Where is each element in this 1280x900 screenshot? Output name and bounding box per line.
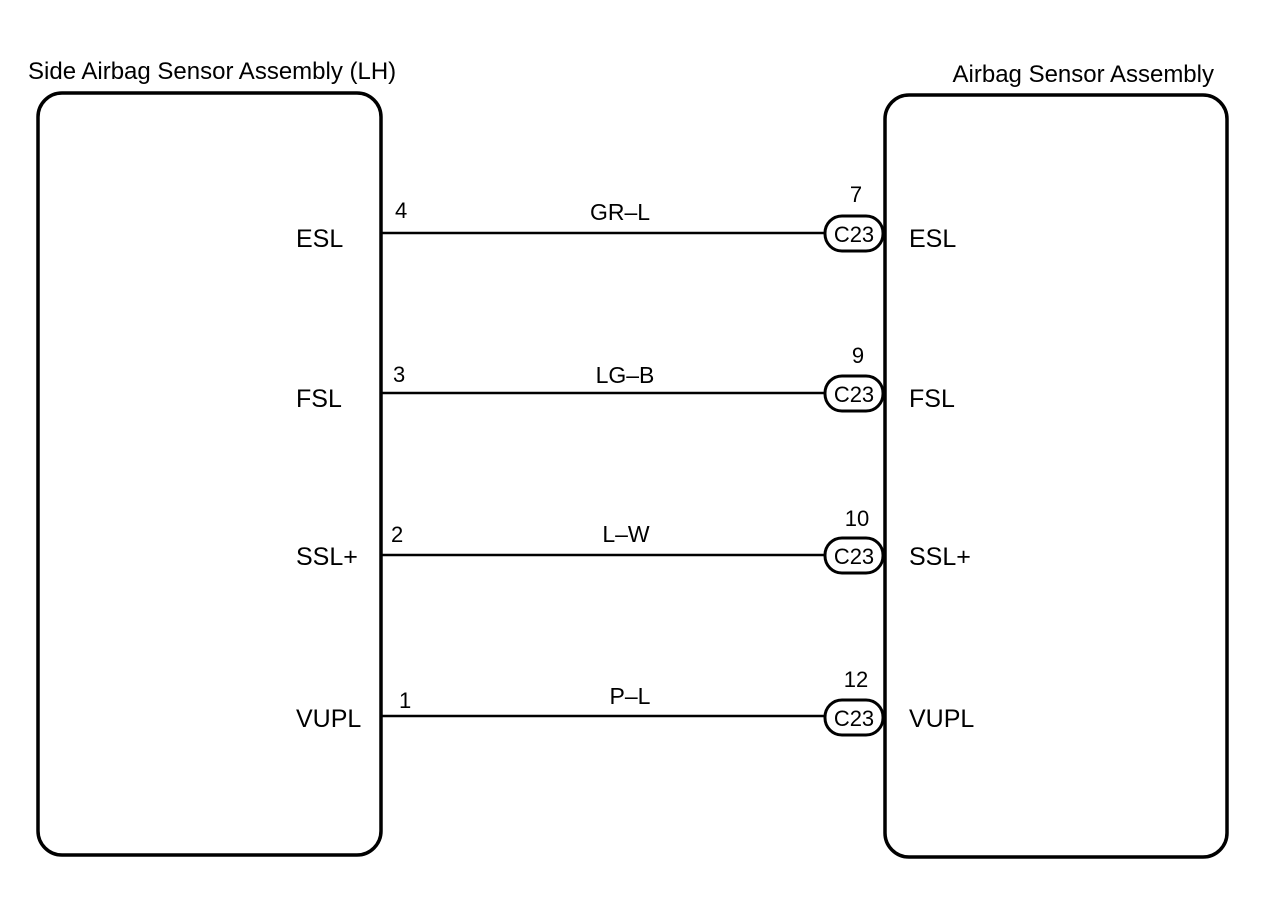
- connector-c23-badge: [823, 374, 885, 413]
- left-signal-label: VUPL: [296, 705, 361, 733]
- right-pin-number: 7: [850, 182, 862, 207]
- right-pin-number: 12: [844, 667, 868, 692]
- right-pin-number: 10: [845, 506, 869, 531]
- connector-c23-label: C23: [834, 382, 874, 407]
- left-pin-number: 4: [395, 198, 407, 223]
- left-signal-label: ESL: [296, 225, 343, 253]
- connector-c23-label: C23: [834, 544, 874, 569]
- right-signal-label: VUPL: [909, 705, 974, 733]
- circuit-fsl: FSL 3 LG–B 9 C23 FSL: [296, 343, 955, 413]
- connector-c23-label: C23: [834, 222, 874, 247]
- wire-color-label: L–W: [602, 521, 650, 547]
- right-pin-number: 9: [852, 343, 864, 368]
- left-signal-label: SSL+: [296, 543, 358, 571]
- connector-c23-badge: [823, 698, 885, 737]
- wire-color-label: LG–B: [596, 362, 655, 388]
- right-component-title: Airbag Sensor Assembly: [953, 61, 1214, 88]
- right-component-box: [883, 93, 1229, 859]
- circuit-ssl-plus: SSL+ 2 L–W 10 C23 SSL+: [296, 506, 971, 575]
- left-component-box: [36, 91, 383, 857]
- wire-color-label: P–L: [610, 683, 651, 709]
- left-pin-number: 3: [393, 362, 405, 387]
- connector-c23-badge: [823, 214, 885, 253]
- circuit-vupl: VUPL 1 P–L 12 C23 VUPL: [296, 667, 974, 737]
- left-signal-label: FSL: [296, 385, 342, 413]
- left-pin-number: 1: [399, 688, 411, 713]
- right-signal-label: ESL: [909, 225, 956, 253]
- right-signal-label: SSL+: [909, 543, 971, 571]
- connector-c23-badge: [823, 536, 885, 575]
- right-signal-label: FSL: [909, 385, 955, 413]
- left-pin-number: 2: [391, 522, 403, 547]
- connector-c23-label: C23: [834, 706, 874, 731]
- circuit-esl: ESL 4 GR–L 7 C23 ESL: [296, 182, 956, 253]
- wire-color-label: GR–L: [590, 199, 650, 225]
- left-component-title: Side Airbag Sensor Assembly (LH): [28, 58, 396, 85]
